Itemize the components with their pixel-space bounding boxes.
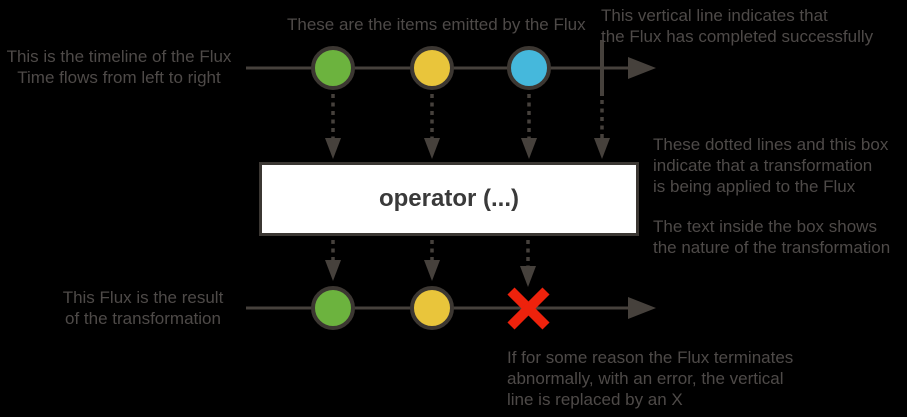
- note-box-text: The text inside the box shows the nature…: [653, 217, 891, 257]
- dotted-arrow-out-2-head-icon: [424, 260, 440, 281]
- error-x-stroke-2: [507, 287, 550, 330]
- source-marble-yellow: [410, 46, 454, 90]
- note-items: These are the items emitted by the Flux: [287, 15, 586, 34]
- result-marble-green: [311, 286, 355, 330]
- note-result: This Flux is the result of the transform…: [62, 288, 224, 328]
- note-complete: This vertical line indicates that the Fl…: [601, 6, 874, 46]
- operator-label: operator (...): [378, 185, 519, 212]
- source-marble-blue: [507, 46, 551, 90]
- operator-box: operator (...): [259, 162, 639, 236]
- dotted-arrow-in-2-head-icon: [424, 138, 440, 159]
- error-x-icon: [507, 287, 550, 330]
- result-timeline-arrow-icon: [628, 297, 656, 319]
- dotted-arrow-in-3-head-icon: [521, 138, 537, 159]
- result-flux-timeline: [246, 286, 656, 330]
- dotted-arrow-out-1-head-icon: [325, 260, 341, 281]
- dotted-arrow-in-4-head-icon: [594, 138, 610, 159]
- source-flux-timeline: [246, 40, 656, 96]
- result-marble-yellow: [410, 286, 454, 330]
- note-transform: These dotted lines and this box indicate…: [653, 135, 889, 196]
- dotted-arrow-in-1-head-icon: [325, 138, 341, 159]
- source-marble-green: [311, 46, 355, 90]
- dotted-arrow-out-3-head-icon: [520, 266, 536, 287]
- note-error: If for some reason the Flux terminates a…: [507, 348, 794, 409]
- transform-arrows-in: [325, 94, 610, 159]
- note-timeline: This is the timeline of the Flux Time fl…: [6, 47, 232, 87]
- source-timeline-arrow-icon: [628, 57, 656, 79]
- transform-arrows-out: [325, 240, 536, 287]
